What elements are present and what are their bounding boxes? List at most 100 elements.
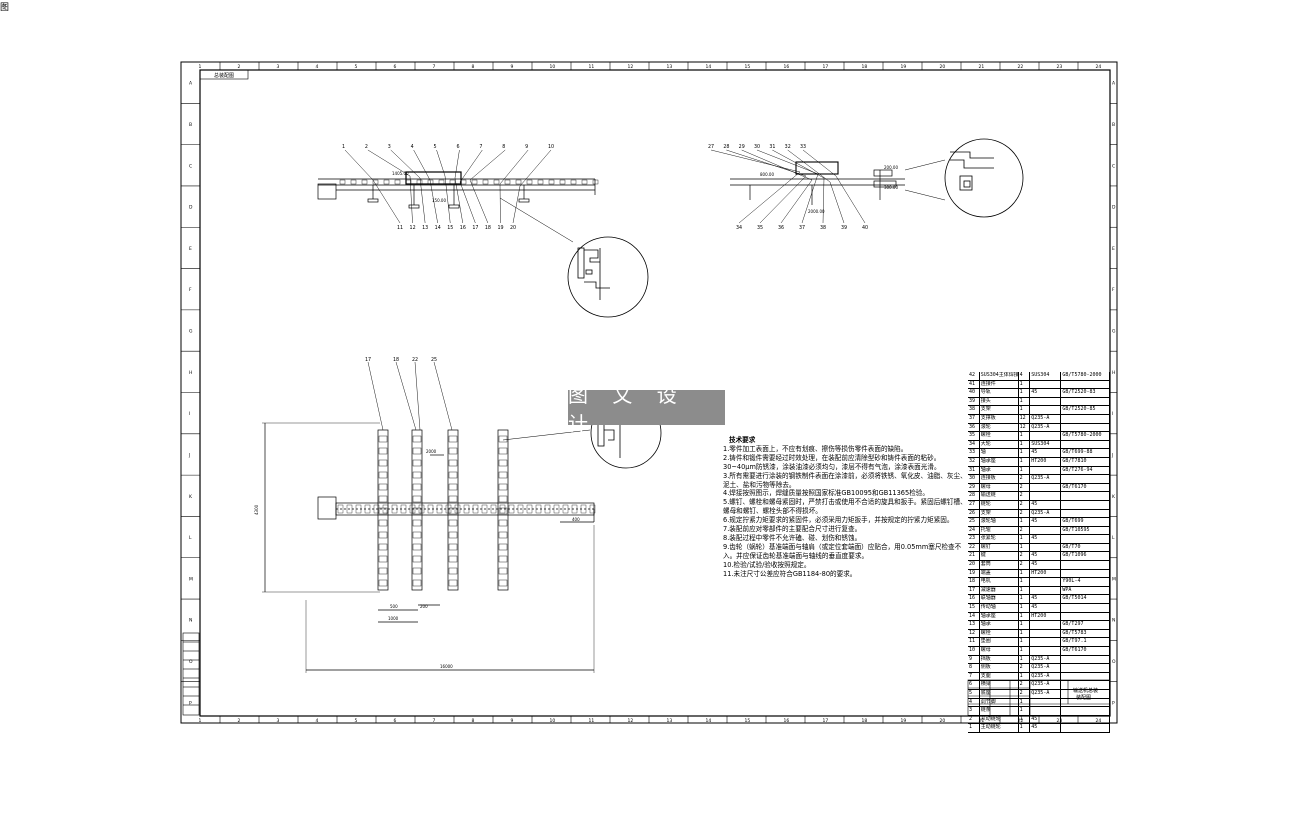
dim-pitch-a: 1000 (388, 616, 399, 621)
zone-letter-right: O (1112, 659, 1116, 665)
bom-cell: 1 (1019, 440, 1031, 449)
zone-number-top: 1 (199, 64, 202, 70)
zone-number-top: 6 (394, 64, 397, 70)
part-callout: 18 (485, 225, 491, 231)
zone-number-bottom: 7 (433, 718, 436, 724)
tag-box (199, 69, 249, 80)
bom-cell: 张紧轮 (980, 535, 1019, 543)
tag-text: 总装配图 (214, 72, 234, 79)
bom-cell: 2 (1019, 483, 1031, 492)
bom-cell: 轴承座 (980, 457, 1019, 466)
dim-side-b: 200 (420, 604, 428, 609)
bom-cell: 11 (968, 638, 980, 646)
zone-letter-left: B (189, 122, 192, 128)
note-item: 1.零件加工表面上，不应有划痕、擦伤等损伤零件表面的缺陷。 (723, 444, 908, 453)
bom-cell: 螺栓 (980, 629, 1019, 638)
technical-notes: 技术要求 1.零件加工表面上，不应有划痕、擦伤等损伤零件表面的缺陷。2.铸件和锻… (723, 436, 968, 579)
part-callout: 6 (456, 144, 459, 150)
zone-letter-left: G (189, 329, 193, 335)
part-callout: 8 (502, 144, 505, 150)
notes-list: 1.零件加工表面上，不应有划痕、擦伤等损伤零件表面的缺陷。2.铸件和锻件需要经过… (723, 445, 968, 579)
bom-cell (1061, 535, 1110, 543)
bom-cell (1061, 500, 1110, 509)
zone-letter-left: O (189, 659, 193, 665)
bom-cell (1061, 724, 1110, 732)
title-sub: 装配图 (1076, 694, 1091, 701)
bom-cell: 2 (1019, 475, 1031, 483)
bom-cell (1061, 681, 1110, 689)
svg-text:150.00: 150.00 (432, 198, 446, 203)
bom-cell: 45 (1030, 449, 1062, 457)
bom-cell: SUS304 (1030, 372, 1062, 380)
zone-number-bottom: 22 (1018, 718, 1024, 724)
note-item: 5.螺钉、螺栓和螺母紧固时，严禁打击或使用不合适的旋具和扳手。紧固后螺钉槽、螺母… (723, 498, 967, 516)
bom-cell: HT200 (1030, 569, 1062, 578)
zone-number-top: 16 (784, 64, 790, 70)
zone-letter-right: A (1112, 81, 1116, 87)
bom-cell: 1 (1019, 397, 1031, 406)
bom-cell: 45 (1030, 535, 1062, 543)
bom-cell: 12 (1019, 423, 1031, 432)
zone-number-bottom: 8 (472, 718, 475, 724)
bom-cell: 1 (1019, 595, 1031, 604)
bom-cell: 45 (1030, 389, 1062, 397)
zone-letter-left: H (189, 370, 192, 376)
dim-overall-length: 16000 (440, 664, 453, 669)
bom-cell: 21 (968, 552, 980, 561)
bom-cell: 横梁 (980, 681, 1019, 689)
zone-letter-right: J (1111, 452, 1113, 458)
part-callout: 9 (525, 144, 528, 150)
bom-cell: GB/T297 (1061, 621, 1110, 629)
bom-cell: 2 (1019, 526, 1031, 535)
bom-cell: 45 (1030, 561, 1062, 569)
zone-number-top: 11 (589, 64, 595, 70)
zone-letter-right: H (1112, 370, 1115, 376)
zone-letter-right: K (1112, 494, 1116, 500)
bom-cell: 从动链轮 (980, 715, 1019, 724)
bom-cell: 支架 (980, 509, 1019, 518)
bom-cell: 连接板 (980, 475, 1019, 483)
bom-cell: 2 (968, 715, 980, 724)
bom-cell: 电机 (980, 578, 1019, 586)
bom-cell: Q235-A (1030, 655, 1062, 664)
bom-cell: 2 (1019, 664, 1031, 672)
zone-number-bottom: 12 (628, 718, 634, 724)
zone-letter-left: K (189, 494, 193, 500)
note-item: 7.装配前应对零部件的主要配合尺寸进行复查。 (723, 525, 862, 534)
bom-cell: Q235-A (1030, 423, 1062, 432)
bom-cell: 1 (1019, 629, 1031, 638)
zone-letter-right: N (1112, 618, 1115, 624)
bom-cell (1061, 561, 1110, 569)
svg-text:1405.00: 1405.00 (392, 171, 409, 176)
bom-cell: 滚轮 (980, 423, 1019, 432)
bom-cell: 1 (1019, 432, 1031, 440)
zone-number-top: 17 (823, 64, 829, 70)
bom-cell: 底座 (980, 689, 1019, 698)
bom-cell: GB/T2520-85 (1061, 406, 1110, 414)
bom-cell: Q235-A (1030, 664, 1062, 672)
zone-labels: 1122334455667788991010111112121313141415… (188, 64, 1116, 724)
bom-cell: 22 (968, 543, 980, 552)
part-callout: 4 (411, 144, 414, 150)
bom-cell: 45 (1030, 500, 1062, 509)
leaders-left (344, 149, 552, 224)
bom-cell: Q235-A (1030, 689, 1062, 698)
plan-column (411, 429, 423, 591)
zone-number-bottom: 16 (784, 718, 790, 724)
zone-number-top: 14 (706, 64, 712, 70)
bom-cell: 35 (968, 432, 980, 440)
zone-number-bottom: 5 (355, 718, 358, 724)
bom-cell: 套筒 (980, 561, 1019, 569)
bom-cell: 1 (1019, 672, 1031, 681)
bom-cell: 45 (1030, 595, 1062, 604)
bom-cell: 1 (1019, 724, 1031, 732)
